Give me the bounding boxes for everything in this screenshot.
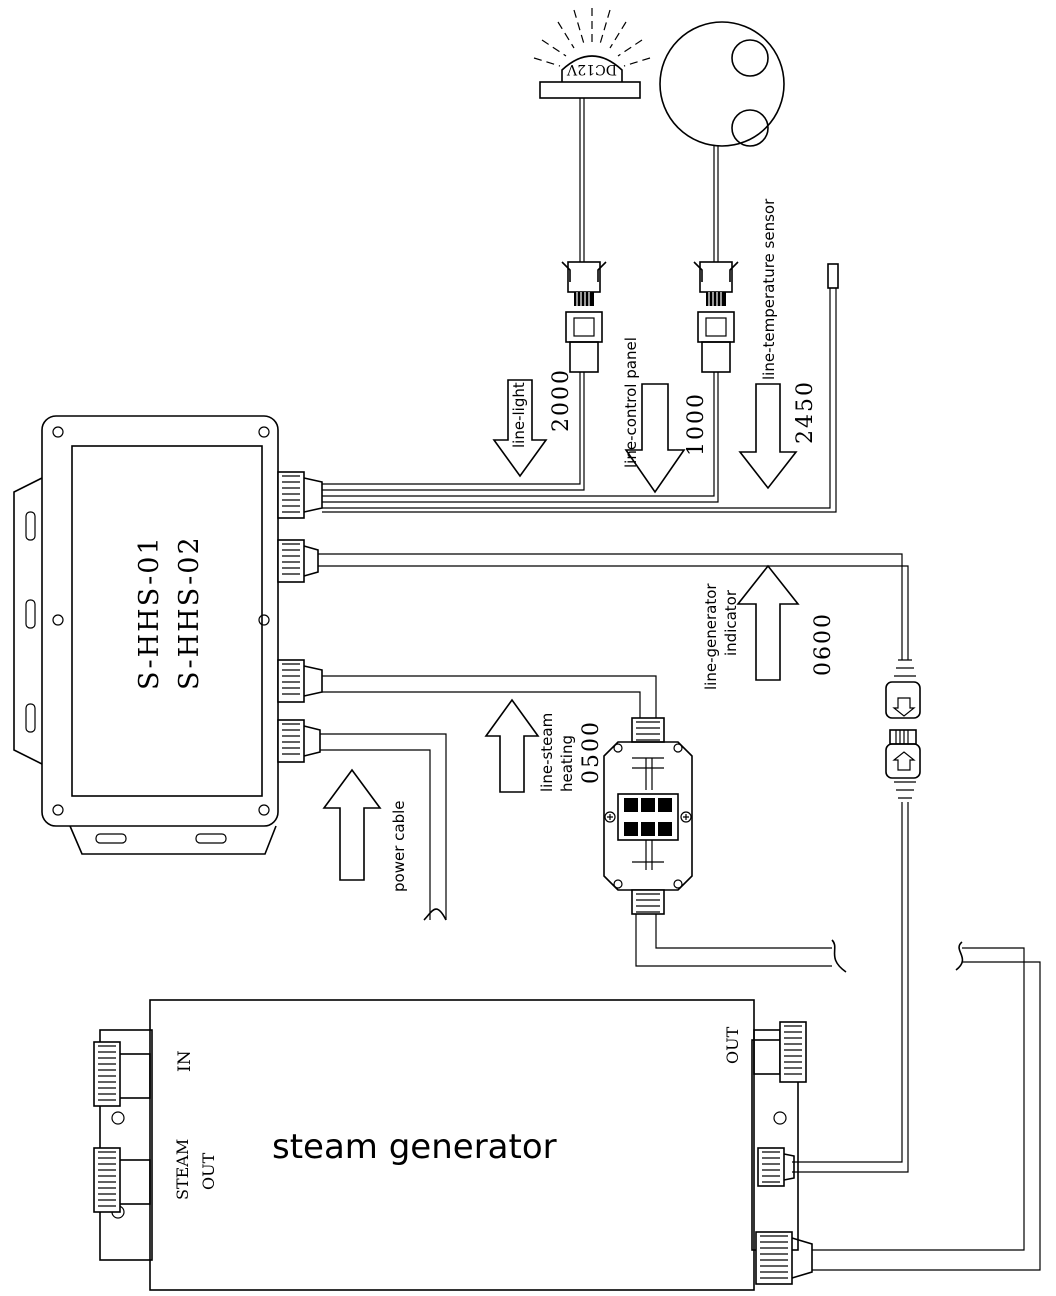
- arrow-line-generator-indicator: [736, 564, 800, 681]
- cable-gland-heating: [277, 659, 323, 703]
- port-steam-out-label: OUT: [199, 1152, 218, 1190]
- control-box: S-HHS-01 S-HHS-02: [13, 415, 323, 855]
- indicator-plug-lower: [885, 743, 921, 779]
- generator-heating-gland: [755, 1231, 813, 1285]
- model-label-1: S-HHS-01: [134, 535, 165, 690]
- model-label-2: S-HHS-02: [174, 535, 205, 690]
- generator-indicator-gland: [757, 1147, 795, 1187]
- control-panel-disc: [659, 21, 785, 147]
- cable-gland-top: [277, 471, 323, 519]
- line-temperature-sensor-label: line-temperature sensor: [760, 198, 778, 380]
- control-panel-button-1: [731, 39, 769, 77]
- port-in-label: IN: [175, 1050, 195, 1072]
- top-cable-bundle: [322, 263, 839, 513]
- dc12v-light: DC12V: [533, 8, 651, 262]
- arrow-line-light: [492, 379, 548, 478]
- arrow-line-temperature-sensor: [738, 383, 798, 490]
- line-steam-heating-length: 0500: [579, 720, 604, 784]
- generator-end-plate-left: [99, 1029, 153, 1261]
- steam-heating-cable: [322, 675, 657, 718]
- arrow-power-cable: [322, 768, 382, 881]
- line-control-panel-length: 1000: [684, 392, 709, 456]
- indicator-label: indicator: [722, 589, 740, 656]
- generator-title: steam generator: [272, 1127, 557, 1167]
- light-cable-connector: [561, 261, 607, 373]
- control-panel-button-2: [731, 109, 769, 147]
- steam-generator: IN STEAM OUT OUT steam generator: [93, 999, 813, 1291]
- temperature-probe-tip: [827, 263, 839, 289]
- power-cable: [320, 733, 447, 921]
- heating-label: heating: [558, 735, 576, 792]
- line-temperature-sensor-length: 2450: [793, 380, 818, 444]
- cable-gland-indicator: [277, 539, 319, 583]
- line-generator-indicator-length: 0600: [811, 612, 836, 676]
- indicator-plug-upper: [885, 681, 921, 719]
- water-in-fitting: [93, 1041, 151, 1107]
- light-base: [539, 81, 641, 99]
- light-rays: [533, 8, 651, 67]
- control-box-body: [41, 415, 279, 827]
- steam-out-fitting: [93, 1147, 151, 1213]
- generator-body: [149, 999, 755, 1291]
- bottom-mounting-plate: [69, 825, 277, 855]
- line-control-panel-label: line-control panel: [622, 337, 640, 468]
- line-generator-label: line-generator: [702, 583, 720, 690]
- power-cable-label: power cable: [390, 801, 408, 893]
- port-steam-label: STEAM: [173, 1139, 192, 1200]
- line-light-label: line-light: [510, 382, 528, 448]
- left-mounting-plate: [13, 477, 43, 765]
- terminal-block: [604, 793, 692, 841]
- arrow-line-control-panel: [624, 383, 686, 494]
- arrow-line-steam-heating: [484, 698, 540, 793]
- control-panel: [659, 21, 785, 262]
- line-light-length: 2000: [549, 368, 574, 432]
- generator-heating-cable: [812, 941, 1041, 1271]
- cable-gland-power: [277, 719, 321, 763]
- control-box-lid: [71, 445, 263, 797]
- control-panel-cable-connector: [693, 261, 739, 373]
- light-voltage-label: DC12V: [566, 61, 617, 77]
- drain-out-fitting: [753, 1021, 807, 1083]
- junction-box: [603, 717, 847, 973]
- line-steam-label: line-steam: [538, 713, 556, 792]
- port-out-label: OUT: [723, 1026, 742, 1064]
- generator-indicator-cable: [318, 553, 921, 1173]
